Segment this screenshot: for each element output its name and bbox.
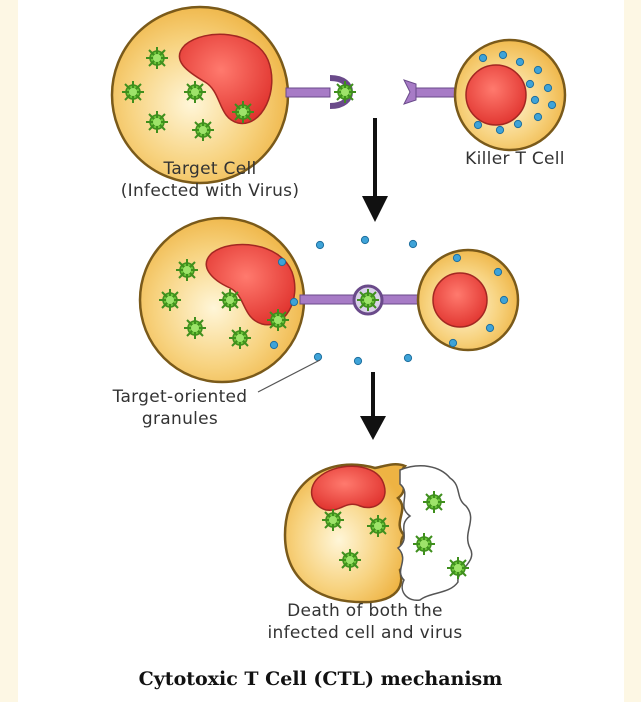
antigen-virus-icon [334, 81, 356, 103]
death-label: Death of both the infected cell and viru… [230, 600, 500, 644]
virus-icon [146, 47, 168, 69]
virus-icon [229, 327, 251, 349]
target-cell-stage1 [112, 7, 288, 183]
dying-cell-stage3 [285, 464, 472, 602]
virus-icon [423, 491, 445, 513]
granules-label-line1: Target-oriented [70, 386, 290, 408]
target-cell-stage2 [140, 218, 304, 382]
death-label-line1: Death of both the [230, 600, 500, 622]
killer-t-cell-receptor-stage1 [404, 80, 456, 104]
granules-label: Target-oriented granules [70, 386, 290, 430]
virus-icon [184, 317, 206, 339]
killer-t-cell-stage2 [418, 250, 518, 350]
immunological-synapse-stage2 [300, 286, 420, 314]
virus-icon [339, 549, 361, 571]
virus-icon [184, 81, 206, 103]
virus-icon [192, 119, 214, 141]
virus-icon [146, 111, 168, 133]
death-label-line2: infected cell and virus [230, 622, 500, 644]
target-cell-label-line2: (Infected with Virus) [100, 180, 320, 202]
virus-icon [447, 557, 469, 579]
virus-icon [367, 515, 389, 537]
virus-icon [232, 101, 254, 123]
virus-icon [267, 309, 289, 331]
receptor-complex-stage1 [286, 78, 356, 106]
arrowhead-icon [362, 196, 388, 222]
target-cell-label: Target Cell (Infected with Virus) [100, 158, 320, 202]
virus-icon [176, 259, 198, 281]
virus-icon [159, 289, 181, 311]
arrowhead-icon [360, 416, 386, 440]
virus-icon [322, 509, 344, 531]
killer-t-cell-label-text: Killer T Cell [420, 148, 610, 170]
target-cell-label-line1: Target Cell [100, 158, 320, 180]
virus-icon [413, 533, 435, 555]
ruptured-membrane [398, 466, 472, 600]
virus-icon [122, 81, 144, 103]
killer-t-cell-label: Killer T Cell [420, 148, 610, 170]
figure-caption: Cytotoxic T Cell (CTL) mechanism [0, 668, 641, 690]
antigen-virus-icon [357, 289, 379, 311]
virus-icon [219, 289, 241, 311]
killer-t-cell-stage1 [455, 40, 565, 150]
granules-label-line2: granules [70, 408, 290, 430]
